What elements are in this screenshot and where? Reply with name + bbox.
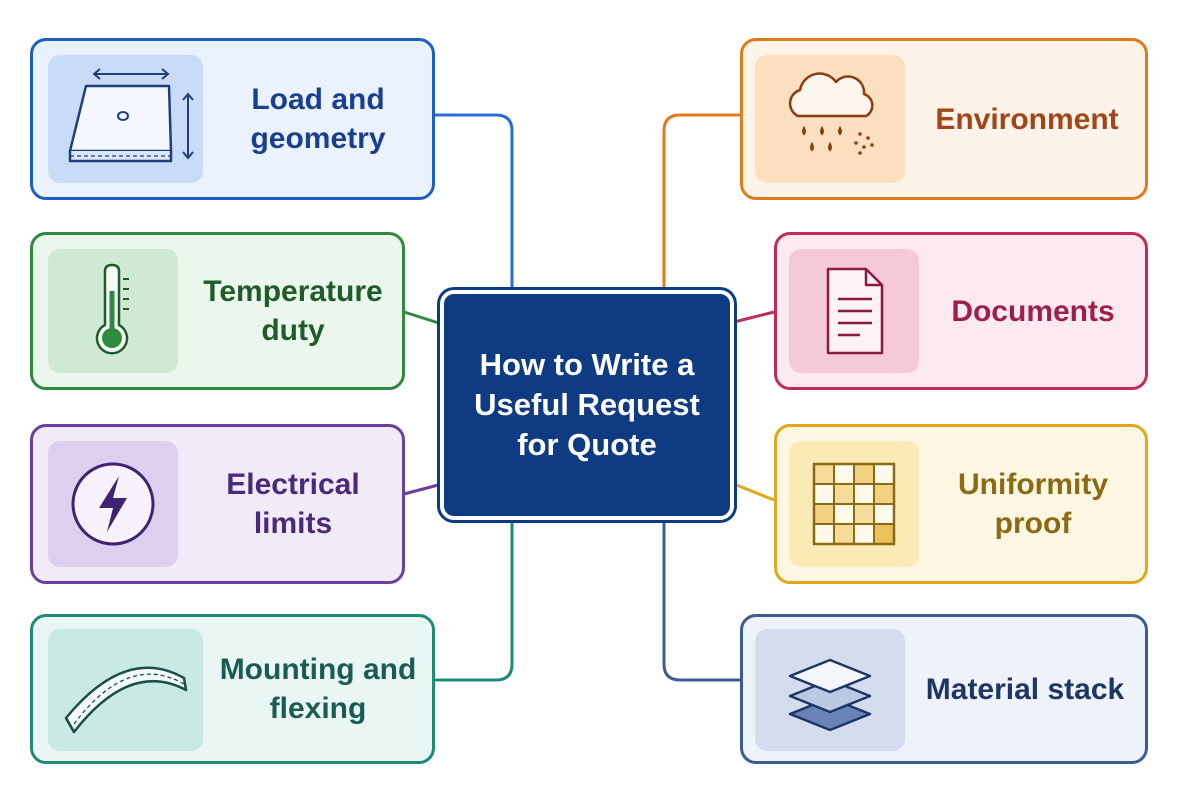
topic-label-electrical: Electrical limits <box>226 468 360 540</box>
topic-card-load: Load and geometry <box>30 38 435 200</box>
connector-environment <box>662 113 740 292</box>
connector-temperature <box>403 310 443 326</box>
topic-card-environment: Environment <box>740 38 1148 200</box>
layers-icon <box>788 658 872 732</box>
topic-card-documents: Documents <box>774 232 1148 390</box>
topic-card-temperature: Temperature duty <box>30 232 405 390</box>
document-icon <box>826 267 884 355</box>
panel-dimensions-icon <box>68 68 194 163</box>
icon-tile-load <box>48 55 203 183</box>
icon-tile-uniformity <box>789 441 919 567</box>
icon-tile-material <box>755 629 905 751</box>
thermometer-icon <box>95 263 129 355</box>
topic-label-load: Load and geometry <box>250 83 386 155</box>
central-topic-box: How to Write a Useful Request for Quote <box>440 290 734 520</box>
topic-label-mounting: Mounting and flexing <box>219 653 417 725</box>
topic-card-uniformity: Uniformity proof <box>774 424 1148 584</box>
topic-card-mounting: Mounting and flexing <box>30 614 435 764</box>
icon-tile-environment <box>755 55 905 183</box>
icon-tile-mounting <box>48 629 203 751</box>
topic-label-uniformity: Uniformity proof <box>958 468 1108 540</box>
rain-cloud-icon <box>788 72 874 155</box>
central-title: How to Write a Useful Request for Quote <box>474 346 700 463</box>
connector-electrical <box>403 482 443 496</box>
icon-tile-documents <box>789 249 919 373</box>
connector-documents <box>733 310 775 324</box>
topic-card-electrical: Electrical limits <box>30 424 405 584</box>
topic-label-material: Material stack <box>925 672 1125 706</box>
icon-tile-electrical <box>48 441 178 567</box>
lightning-bolt-icon <box>71 462 155 546</box>
flexible-strip-icon <box>64 666 187 734</box>
connector-material <box>662 518 740 682</box>
topic-label-temperature: Temperature duty <box>203 275 383 347</box>
icon-tile-temperature <box>48 249 178 373</box>
connector-load <box>434 113 514 292</box>
grid-icon <box>812 462 896 546</box>
topic-label-environment: Environment <box>935 102 1119 136</box>
topic-label-documents: Documents <box>951 294 1115 328</box>
connector-mounting <box>434 518 514 682</box>
connector-uniformity <box>733 482 775 502</box>
topic-card-material: Material stack <box>740 614 1148 764</box>
